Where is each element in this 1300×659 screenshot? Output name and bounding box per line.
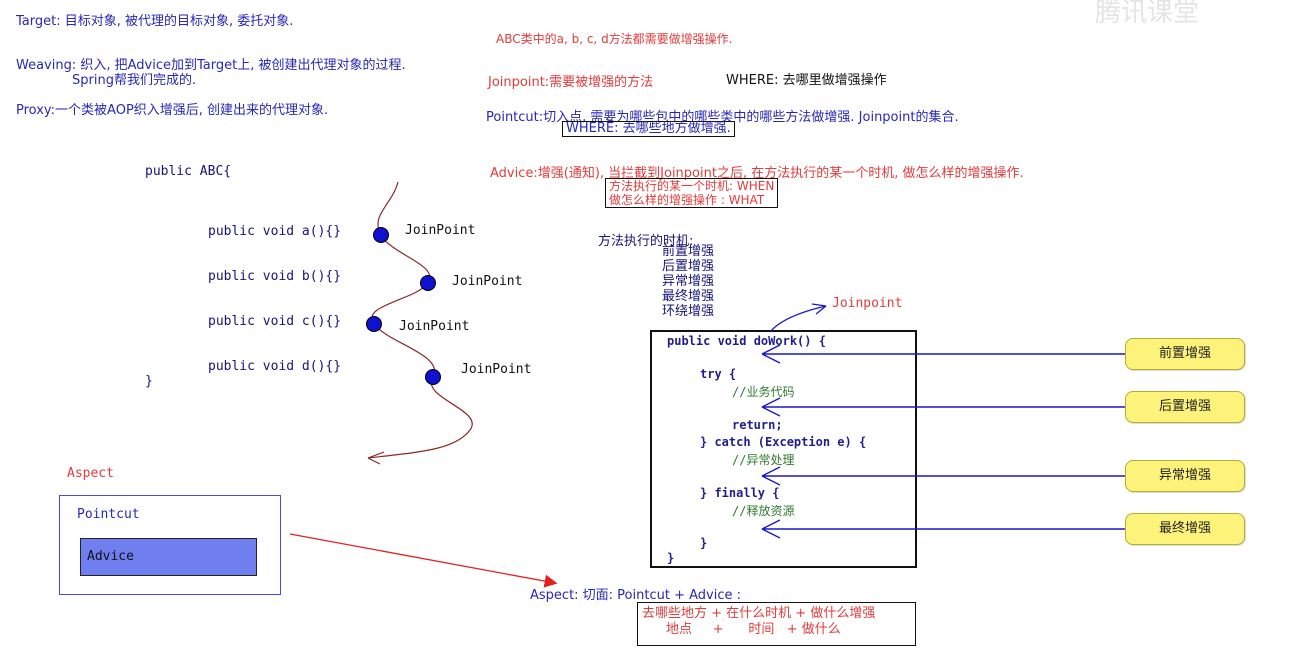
note-when-what-box: 方法执行的某一个时机: WHEN 做怎么样的增强操作 : WHAT bbox=[605, 178, 779, 208]
dowork-catch: } catch (Exception e) { bbox=[700, 435, 867, 449]
timing-title: 方法执行的时机: bbox=[598, 234, 694, 249]
dowork-signature: public void doWork() { bbox=[667, 334, 826, 348]
aspect-formula-line-2: 地点 + 时间 + 做什么 bbox=[666, 622, 841, 637]
exception-advice-arrow bbox=[761, 466, 1125, 486]
definition-weaving-spring: Spring帮我们完成的. bbox=[72, 73, 197, 88]
definition-target: Target: 目标对象, 被代理的目标对象, 委托对象. bbox=[16, 14, 294, 29]
note-abc-methods: ABC类中的a, b, c, d方法都需要做增强操作. bbox=[496, 32, 733, 46]
dowork-close-outer: } bbox=[667, 551, 675, 565]
note-when: 方法执行的某一个时机: WHEN bbox=[609, 179, 775, 193]
note-where: WHERE: 去哪里做增强操作 bbox=[726, 73, 887, 88]
joinpoint-label: JoinPoint bbox=[405, 223, 476, 238]
joinpoint-curve bbox=[367, 181, 473, 465]
joinpoint-label: JoinPoint bbox=[452, 274, 523, 289]
aspect-formula-line-1: 去哪些地方 + 在什么时机 + 做什么增强 bbox=[642, 606, 876, 621]
joinpoint-label: JoinPoint bbox=[461, 362, 532, 377]
definition-proxy: Proxy:一个类被AOP织入增强后, 创建出来的代理对象. bbox=[16, 103, 329, 118]
aspect-formula-box: 去哪些地方 + 在什么时机 + 做什么增强 地点 + 时间 + 做什么 bbox=[637, 602, 916, 646]
note-advice: Advice:增强(通知), 当拦截到Joinpoint之后, 在方法执行的某一… bbox=[490, 166, 1024, 181]
aspect-pointcut-label: Pointcut bbox=[77, 507, 140, 522]
joinpoint-arrow bbox=[769, 303, 827, 333]
before-advice-arrow bbox=[761, 344, 1125, 364]
timing-item: 最终增强 bbox=[662, 289, 715, 304]
joinpoint-dot bbox=[366, 316, 382, 332]
dowork-business-comment: //业务代码 bbox=[732, 385, 795, 399]
joinpoint-dot bbox=[373, 227, 389, 243]
advice-label: Advice bbox=[87, 549, 134, 564]
timing-item: 后置增强 bbox=[662, 259, 715, 274]
dowork-finally: } finally { bbox=[700, 486, 780, 500]
dowork-return: return; bbox=[732, 418, 783, 432]
timing-item: 前置增强 bbox=[662, 244, 715, 259]
timing-item: 环绕增强 bbox=[662, 304, 715, 319]
watermark-logo: 腾讯课堂 bbox=[1095, 0, 1200, 26]
dowork-try: try { bbox=[700, 367, 737, 381]
after-advice-arrow bbox=[761, 397, 1125, 417]
class-footer: } bbox=[145, 374, 153, 389]
note-pointcut-where-box: WHERE: 去哪些地方做增强. bbox=[562, 121, 735, 137]
note-what: 做怎么样的增强操作 : WHAT bbox=[609, 193, 765, 207]
aspect-arrow bbox=[289, 533, 558, 588]
definition-weaving: Weaving: 织入, 把Advice加到Target上, 被创建出代理对象的… bbox=[16, 58, 406, 73]
aspect-box: Pointcut Advice bbox=[59, 495, 281, 595]
pill-before-advice: 前置增强 bbox=[1125, 338, 1245, 370]
dowork-exception-comment: //异常处理 bbox=[732, 453, 795, 467]
method-a: public void a(){} bbox=[208, 224, 342, 239]
pill-exception-advice: 异常增强 bbox=[1125, 460, 1245, 492]
dowork-release-comment: //释放资源 bbox=[732, 504, 795, 518]
joinpoint-dot bbox=[425, 369, 441, 385]
method-d: public void d(){} bbox=[208, 359, 342, 374]
aspect-formula: Aspect: 切面: Pointcut + Advice : bbox=[530, 588, 741, 603]
timing-list: 前置增强 后置增强 异常增强 最终增强 环绕增强 bbox=[662, 244, 714, 319]
aspect-title: Aspect bbox=[67, 466, 114, 481]
joinpoint-dot bbox=[420, 275, 436, 291]
pill-finally-advice: 最终增强 bbox=[1125, 513, 1245, 545]
finally-advice-arrow bbox=[761, 519, 1125, 539]
joinpoint-label: JoinPoint bbox=[399, 319, 470, 334]
timing-item: 异常增强 bbox=[662, 274, 715, 289]
dowork-joinpoint-label: Joinpoint bbox=[832, 296, 903, 311]
dowork-close-inner: } bbox=[700, 536, 708, 550]
advice-arrows bbox=[761, 344, 1125, 539]
method-b: public void b(){} bbox=[208, 269, 342, 284]
note-joinpoint: Joinpoint:需要被增强的方法 bbox=[488, 75, 654, 90]
advice-box: Advice bbox=[80, 538, 257, 576]
pill-after-advice: 后置增强 bbox=[1125, 391, 1245, 423]
class-header: public ABC{ bbox=[145, 164, 232, 179]
method-c: public void c(){} bbox=[208, 314, 342, 329]
